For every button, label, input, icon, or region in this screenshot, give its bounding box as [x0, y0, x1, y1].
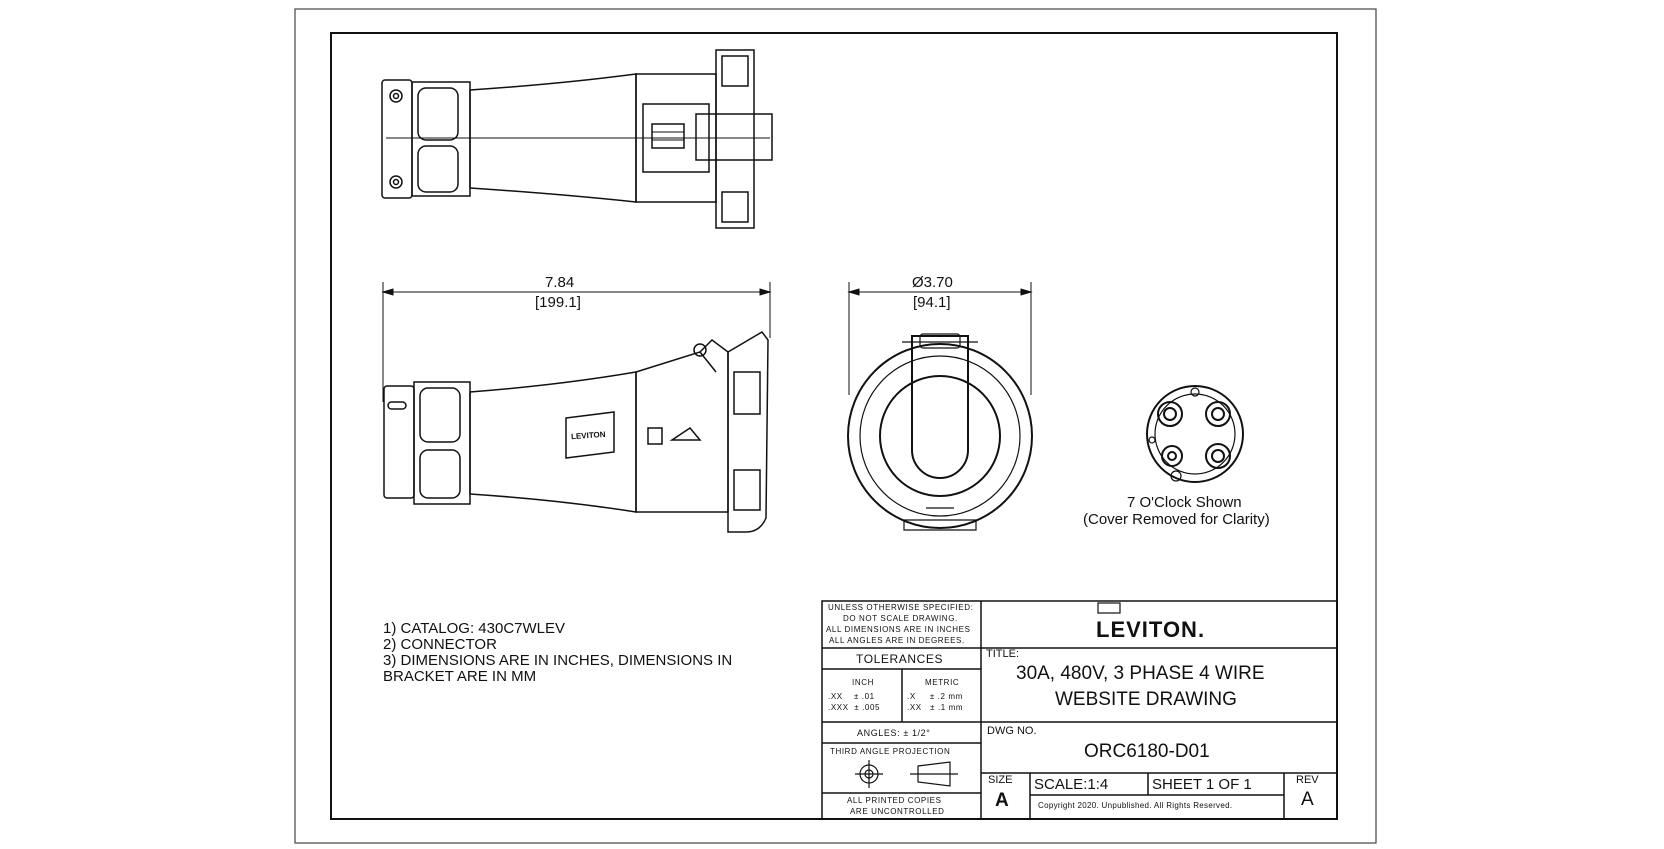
- diameter-dimension: [847, 282, 1033, 395]
- diameter-dimension-mm: [94.1]: [913, 294, 951, 311]
- drawing-number: ORC6180-D01: [1084, 741, 1210, 762]
- rev-label: REV: [1296, 774, 1319, 786]
- copies-note-sub: ARE UNCONTROLLED: [850, 807, 945, 816]
- size-label: SIZE: [988, 774, 1013, 786]
- drawing-notes: 1) CATALOG: 430C7WLEV 2) CONNECTOR 3) DI…: [383, 621, 732, 685]
- diameter-dimension-inches: Ø3.70: [912, 274, 953, 291]
- note-line: BRACKET ARE IN MM: [383, 668, 537, 685]
- metric-tolerance-row: .X ± .2 mm: [907, 692, 963, 701]
- note-line: 1) CATALOG: 430C7WLEV: [383, 620, 566, 637]
- unless-note-line: ALL DIMENSIONS ARE IN INCHES: [826, 625, 971, 634]
- unless-note-line: UNLESS OTHERWISE SPECIFIED:: [828, 603, 974, 612]
- projection-symbols: [855, 760, 958, 788]
- inch-tolerance-row: .XXX ± .005: [828, 703, 881, 712]
- company-logo: LEVITON.: [1096, 617, 1206, 642]
- size-value: A: [995, 790, 1009, 811]
- note-line: 2) CONNECTOR: [383, 636, 497, 653]
- metric-tolerance-row: .XX ± .1 mm: [907, 703, 964, 712]
- front-view: [847, 333, 1033, 531]
- inch-tolerance-row: .XX ± .01: [828, 692, 875, 701]
- face-view-caption-sub: (Cover Removed for Clarity): [1083, 511, 1270, 528]
- unless-note-line: ALL ANGLES ARE IN DEGREES.: [829, 636, 965, 645]
- dwg-no-label: DWG NO.: [987, 725, 1037, 737]
- inch-label: INCH: [852, 678, 874, 687]
- copies-note: ALL PRINTED COPIES: [847, 796, 942, 805]
- unless-note-line: DO NOT SCALE DRAWING.: [843, 614, 958, 623]
- drawing-title: 30A, 480V, 3 PHASE 4 WIRE: [1016, 663, 1265, 684]
- copyright-notice: Copyright 2020. Unpublished. All Rights …: [1038, 801, 1233, 810]
- title-label: TITLE:: [986, 648, 1020, 660]
- top-view: [381, 49, 773, 229]
- projection-label: THIRD ANGLE PROJECTION: [830, 747, 951, 756]
- drawing-title-sub: WEBSITE DRAWING: [1055, 689, 1237, 710]
- sheet-number: SHEET 1 OF 1: [1152, 776, 1252, 793]
- length-dimension-mm: [199.1]: [535, 294, 581, 311]
- length-dimension: [381, 282, 772, 402]
- metric-label: METRIC: [925, 678, 960, 687]
- logo-accent: [1097, 602, 1121, 614]
- outer-page-border: [294, 8, 1377, 844]
- face-view: [1146, 385, 1244, 483]
- scale-value: SCALE:1:4: [1034, 776, 1109, 793]
- rev-value: A: [1301, 789, 1314, 810]
- note-line: 3) DIMENSIONS ARE IN INCHES, DIMENSIONS …: [383, 652, 733, 669]
- face-view-caption: 7 O'Clock Shown: [1127, 494, 1242, 511]
- title-block: [821, 600, 1338, 820]
- tolerances-label: TOLERANCES: [856, 652, 944, 666]
- angles-tolerance: ANGLES: ± 1/2°: [857, 728, 931, 738]
- side-view: [383, 331, 769, 533]
- length-dimension-inches: 7.84: [545, 274, 575, 291]
